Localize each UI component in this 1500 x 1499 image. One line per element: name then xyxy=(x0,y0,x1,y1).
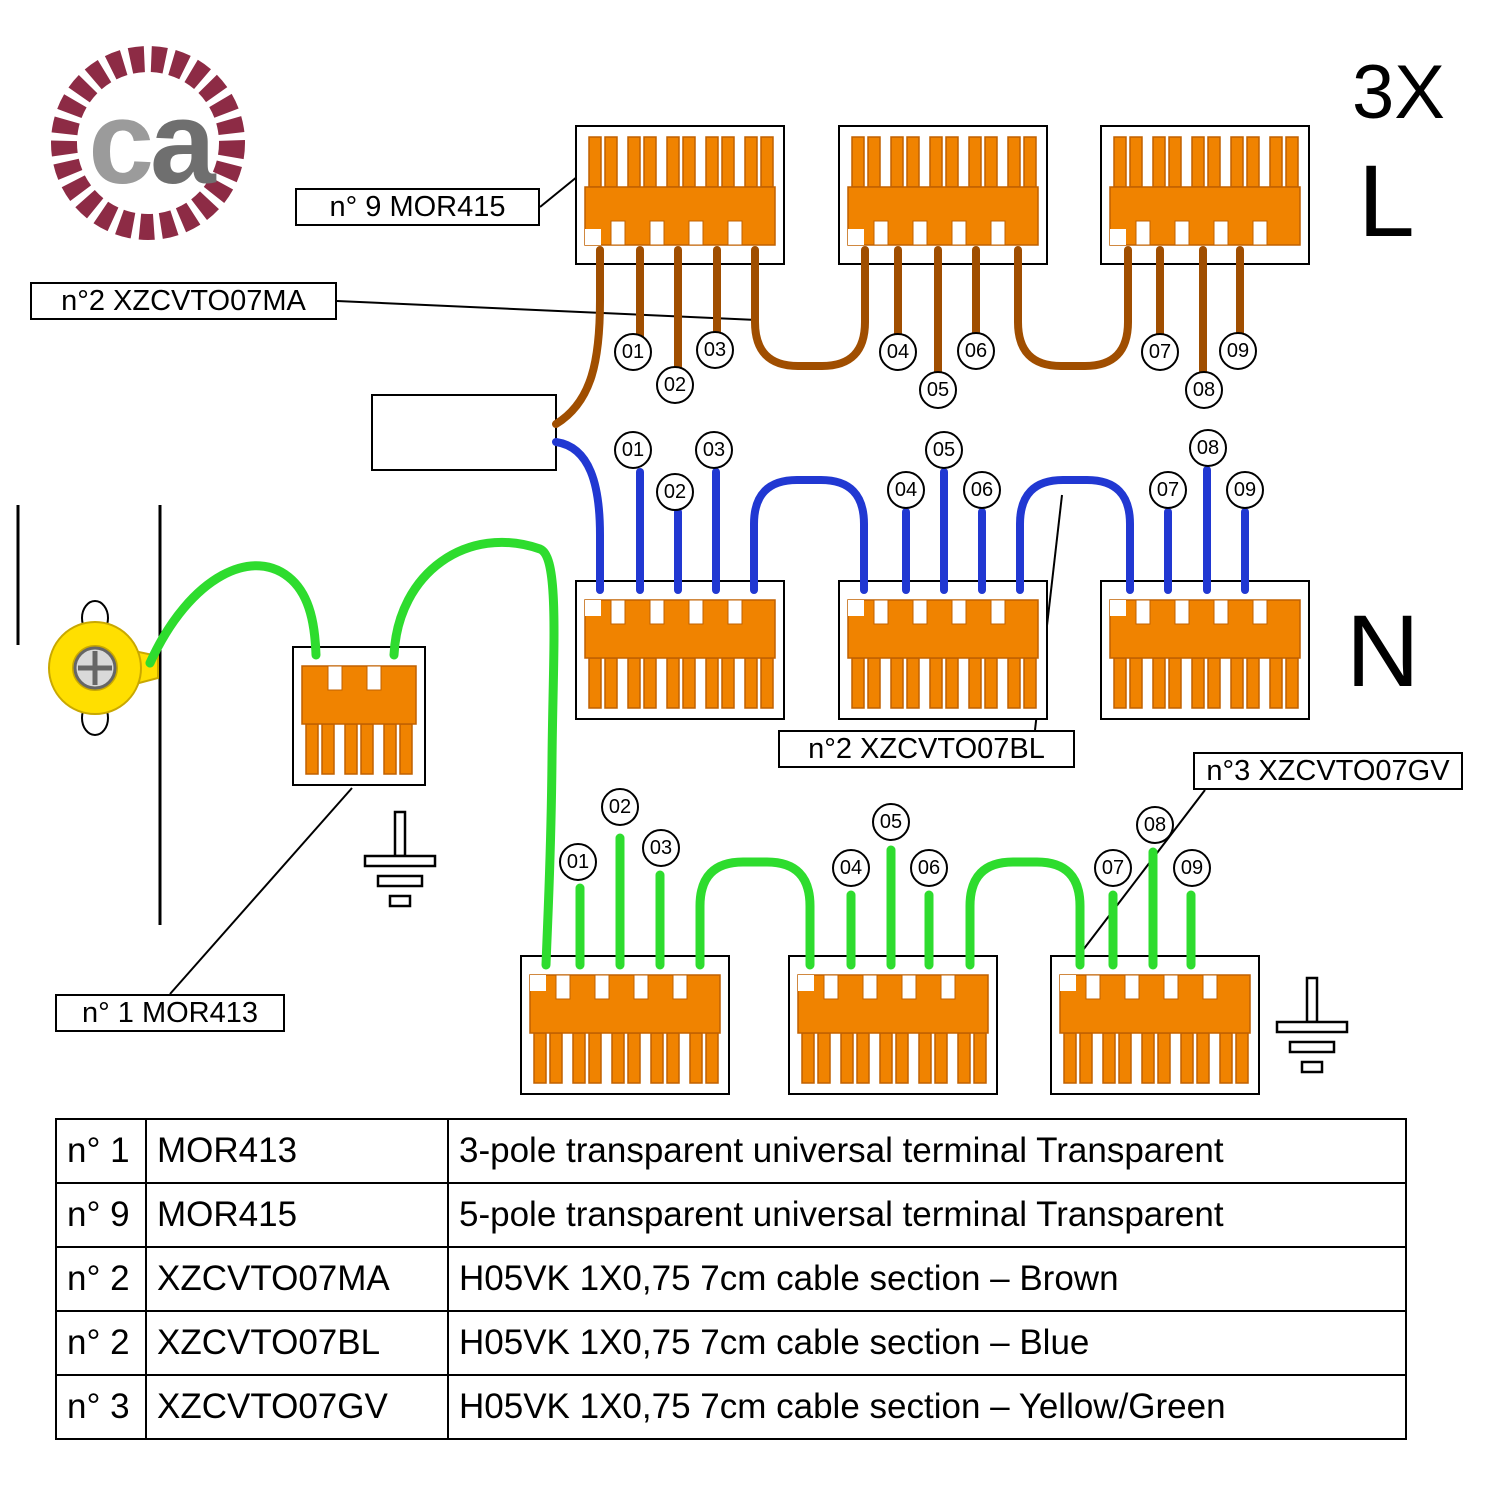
wire-number-badge: 02 xyxy=(656,366,694,404)
cable-entry-box xyxy=(371,394,557,471)
neutral-conductor-label: N xyxy=(1346,594,1420,708)
parts-table: n° 1 MOR413 3-pole transparent universal… xyxy=(55,1118,1407,1440)
wire-number-badge: 04 xyxy=(887,471,925,509)
wire-number-badge: 07 xyxy=(1141,333,1179,371)
wire-number-badge: 07 xyxy=(1094,849,1132,887)
wire-number-badge: 09 xyxy=(1226,471,1264,509)
terminal-5pole xyxy=(520,955,730,1095)
part-qty: n° 3 xyxy=(55,1374,147,1440)
terminal-row-l xyxy=(575,125,1310,265)
wire-number-badge: 04 xyxy=(879,333,917,371)
callout-mor413: n° 1 MOR413 xyxy=(55,994,285,1032)
quantity-multiplier-label: 3X xyxy=(1352,50,1445,135)
logo-letter-c: c xyxy=(88,77,154,209)
part-qty: n° 2 xyxy=(55,1310,147,1376)
part-code: XZCVTO07MA xyxy=(145,1246,449,1312)
wire-number-badge: 06 xyxy=(957,332,995,370)
wire-number-badge: 01 xyxy=(614,431,652,469)
logo-letter-a: a xyxy=(150,77,216,209)
wire-number-badge: 04 xyxy=(832,849,870,887)
wire-number-badge: 06 xyxy=(963,471,1001,509)
table-row: n° 3 XZCVTO07GV H05VK 1X0,75 7cm cable s… xyxy=(55,1374,1407,1440)
terminal-5pole xyxy=(1100,580,1310,720)
terminal-5pole xyxy=(838,580,1048,720)
green-ground-wires xyxy=(145,537,1196,970)
terminal-row-n xyxy=(575,580,1310,720)
earth-ground-icon xyxy=(363,810,437,908)
terminal-5pole xyxy=(1050,955,1260,1095)
part-desc: H05VK 1X0,75 7cm cable section – Blue xyxy=(447,1310,1407,1376)
brand-logo-ring xyxy=(51,46,245,240)
wire-number-badge: 09 xyxy=(1173,849,1211,887)
wire-number-badge: 09 xyxy=(1219,332,1257,370)
part-qty: n° 9 xyxy=(55,1182,147,1248)
terminal-5pole xyxy=(1100,125,1310,265)
wire-number-badge: 02 xyxy=(656,473,694,511)
brown-line-wires xyxy=(552,246,1244,428)
wire-number-badge: 01 xyxy=(614,333,652,371)
callout-cable-brown: n°2 XZCVTO07MA xyxy=(30,282,337,320)
part-code: XZCVTO07BL xyxy=(145,1310,449,1376)
part-desc: 3-pole transparent universal terminal Tr… xyxy=(447,1118,1407,1184)
table-row: n° 2 XZCVTO07MA H05VK 1X0,75 7cm cable s… xyxy=(55,1246,1407,1312)
wire-number-badge: 08 xyxy=(1136,806,1174,844)
wire-number-badge: 02 xyxy=(601,788,639,826)
line-conductor-label: L xyxy=(1358,144,1415,258)
terminal-3pole xyxy=(292,646,426,786)
part-code: MOR413 xyxy=(145,1118,449,1184)
terminal-5pole xyxy=(788,955,998,1095)
table-row: n° 1 MOR413 3-pole transparent universal… xyxy=(55,1118,1407,1184)
earth-ground-icon xyxy=(1275,976,1349,1074)
callout-cable-blue: n°2 XZCVTO07BL xyxy=(778,730,1075,768)
part-qty: n° 2 xyxy=(55,1246,147,1312)
wire-number-badge: 05 xyxy=(925,431,963,469)
terminal-row-ground xyxy=(520,955,1260,1095)
table-row: n° 2 XZCVTO07BL H05VK 1X0,75 7cm cable s… xyxy=(55,1310,1407,1376)
wire-number-badge: 05 xyxy=(919,371,957,409)
part-code: XZCVTO07GV xyxy=(145,1374,449,1440)
table-row: n° 9 MOR415 5-pole transparent universal… xyxy=(55,1182,1407,1248)
part-qty: n° 1 xyxy=(55,1118,147,1184)
part-code: MOR415 xyxy=(145,1182,449,1248)
wire-number-badge: 08 xyxy=(1189,429,1227,467)
callout-mor415: n° 9 MOR415 xyxy=(295,188,540,226)
terminal-5pole xyxy=(575,125,785,265)
wire-number-badge: 07 xyxy=(1149,471,1187,509)
wire-number-badge: 03 xyxy=(696,331,734,369)
wire-number-badge: 05 xyxy=(872,803,910,841)
wire-number-badge: 06 xyxy=(910,849,948,887)
part-desc: H05VK 1X0,75 7cm cable section – Yellow/… xyxy=(447,1374,1407,1440)
part-desc: 5-pole transparent universal terminal Tr… xyxy=(447,1182,1407,1248)
terminal-5pole xyxy=(838,125,1048,265)
ring-terminal-eyelet xyxy=(48,600,159,736)
wire-number-badge: 03 xyxy=(642,829,680,867)
wire-number-badge: 03 xyxy=(695,431,733,469)
blue-neutral-wires xyxy=(552,438,1249,594)
brand-logo: ca xyxy=(58,78,242,208)
wire-number-badge: 01 xyxy=(559,843,597,881)
part-desc: H05VK 1X0,75 7cm cable section – Brown xyxy=(447,1246,1407,1312)
wire-number-badge: 08 xyxy=(1185,371,1223,409)
callout-cable-green: n°3 XZCVTO07GV xyxy=(1193,752,1463,790)
wall-edge-lines xyxy=(16,505,162,925)
terminal-5pole xyxy=(575,580,785,720)
